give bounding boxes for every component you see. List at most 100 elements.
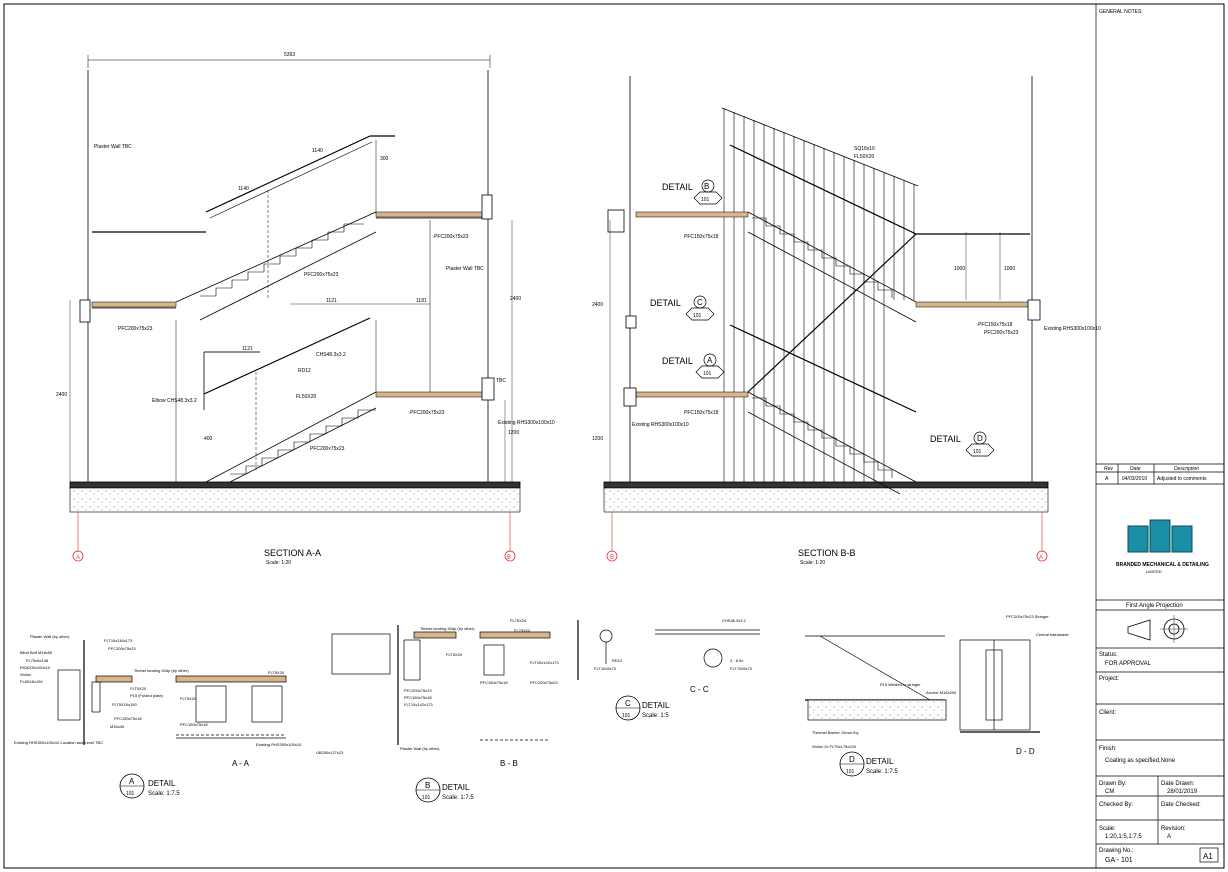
rev-header: Rev — [1104, 466, 1113, 472]
detail-callout-letter: D — [977, 434, 983, 443]
annotation: PFC150x75x18 — [180, 722, 208, 727]
date-drawn-value: 28/01/2019 — [1167, 789, 1198, 795]
annotation: M16x40 — [110, 724, 125, 729]
grid-label: A — [76, 555, 80, 561]
annotation: FL75x5x148 — [26, 658, 49, 663]
dimension: 1200 — [592, 436, 603, 442]
member-label: PFC200x75x23 — [434, 234, 469, 240]
annotation: RD12 — [612, 658, 623, 663]
section-aa — [69, 55, 521, 562]
date-header: Date — [1130, 466, 1141, 472]
grid-label: A — [1039, 555, 1043, 561]
detail-callout-label: DETAIL — [662, 356, 693, 366]
dimension: 1181 — [416, 298, 427, 304]
title-block-grid — [1095, 4, 1224, 868]
section-aa-title: SECTION A-A — [264, 548, 321, 558]
annotation: Shims — [20, 672, 31, 677]
member-label: CHS48.3x3.2 — [316, 352, 346, 358]
section-bb-scale: Scale: 1:20 — [800, 560, 825, 566]
annotation: Blind Bolt M16x55 — [20, 650, 53, 655]
detail-sheet: 101 — [846, 769, 855, 775]
annotation: P15 Welded to stringer — [880, 682, 921, 687]
annotation: PFC200x75x23 — [404, 688, 432, 693]
detail-view-label: D - D — [1016, 747, 1035, 756]
date-checked-label: Date Checked: — [1161, 802, 1201, 808]
detail-callout-label: DETAIL — [650, 298, 681, 308]
annotation: FLT10x142x173 — [530, 660, 559, 665]
detail-scale: Scale: 1:7.5 — [866, 769, 898, 775]
dimension: 2400 — [510, 296, 521, 302]
detail-callout-sheet: 101 — [701, 197, 710, 203]
detail-view-label: C - C — [690, 685, 709, 694]
detail-c-drawing — [577, 620, 760, 680]
title-block: GENERAL NOTES: Rev Date Description A 04… — [1099, 9, 1213, 864]
detail-sheet: 101 — [622, 713, 631, 719]
detail-scale: Scale: 1:7.5 — [148, 791, 180, 797]
project-label: Project: — [1099, 676, 1120, 682]
dimension: 2400 — [592, 302, 603, 308]
member-label: TBC — [496, 378, 506, 384]
annotation: Plaster Wall (by other) — [400, 746, 440, 751]
annotation: PFC200x75x23 — [530, 680, 558, 685]
detail-callout-letter: B — [704, 182, 709, 191]
company-logo — [1127, 519, 1193, 553]
detail-titles: A 101 DETAIL Scale: 1:7.5 A - A B 101 DE… — [119, 685, 1035, 803]
detail-annotations: Plaster Wall (by other) Blind Bolt M16x5… — [14, 614, 1069, 755]
dimension: 300 — [380, 156, 389, 162]
member-label: PFC200x75x23 — [118, 326, 153, 332]
detail-callout-label: DETAIL — [662, 182, 693, 192]
dimension: 1140 — [312, 148, 323, 154]
annotation: FLT10x142x173 — [404, 702, 433, 707]
detail-callout-letter: C — [697, 298, 703, 307]
member-label: PFC150x75x18 — [684, 234, 719, 240]
revision-cell: A — [1105, 476, 1109, 482]
detail-callouts: DETAIL B 101 DETAIL C 101 DETAIL A 101 D… — [650, 179, 995, 457]
status-label: Status: — [1099, 652, 1118, 658]
revision-label: Revision: — [1161, 826, 1186, 832]
grid-label: B — [507, 555, 511, 561]
annotation: FLT10x116x173 — [104, 638, 133, 643]
annotation: PFC150x75x18 — [114, 716, 142, 721]
detail-callout-letter: A — [707, 356, 713, 365]
annotation: FLT10x5x70 — [594, 666, 617, 671]
annotation: Central balustrade — [1036, 632, 1069, 637]
annotation: Shims 2x FLT5x175x200 — [812, 744, 857, 749]
detail-callout-label: DETAIL — [930, 434, 961, 444]
checked-by-label: Checked By: — [1099, 802, 1133, 808]
detail-letter: A — [129, 777, 135, 786]
detail-view-label: B - B — [500, 759, 518, 768]
dimension: 1121 — [326, 298, 337, 304]
member-label: PFC150x75x18 — [978, 322, 1013, 328]
annotation: Timber landing 30dp (by other) — [134, 668, 189, 673]
section-aa-labels: 5393 Plaster Wall TBC Plaster Wall TBC P… — [56, 52, 555, 561]
member-label: PFC200x75x23 — [984, 330, 1019, 336]
section-aa-scale: Scale: 1:20 — [266, 560, 291, 566]
client-label: Client: — [1099, 710, 1116, 716]
company-sub: LIMITED — [1146, 569, 1162, 574]
annotation: FLT5X20 — [180, 696, 197, 701]
finish-label: Finish: — [1099, 746, 1117, 752]
member-label: Elbow CHS48.3x3.2 — [152, 398, 197, 404]
annotation: FL75X20 — [510, 618, 527, 623]
annotation: FLT5X10x150 — [112, 702, 138, 707]
annotation: FLT5X20 — [268, 670, 285, 675]
drawing-no-label: Drawing No.: — [1099, 848, 1134, 854]
member-label: Existing RHS300x100x10 — [1044, 326, 1101, 332]
annotation: Timber landing 30dp (by other) — [420, 626, 475, 631]
detail-b-drawing — [331, 625, 551, 745]
detail-sheet: 101 — [422, 795, 431, 801]
detail-a-drawing — [57, 640, 287, 745]
plaster-wall-label: Plaster Wall TBC — [94, 144, 132, 150]
section-bb-labels: SQ16x16 FL50X20 PFC150x75x18 PFC150x75x1… — [592, 146, 1101, 561]
section-bb — [603, 76, 1049, 562]
annotation: Thermal Barrier 10mm thy — [812, 730, 858, 735]
revision-value: A — [1167, 834, 1171, 840]
dimension: 1140 — [238, 186, 249, 192]
member-label: PFC200x75x23 — [304, 272, 339, 278]
member-label: PFC200x75x23 — [310, 446, 345, 452]
member-label: SQ16x16 — [854, 146, 875, 152]
detail-d-drawing — [805, 635, 1040, 733]
member-label: PFC150x75x18 — [684, 410, 719, 416]
sheet-border — [3, 3, 1225, 869]
